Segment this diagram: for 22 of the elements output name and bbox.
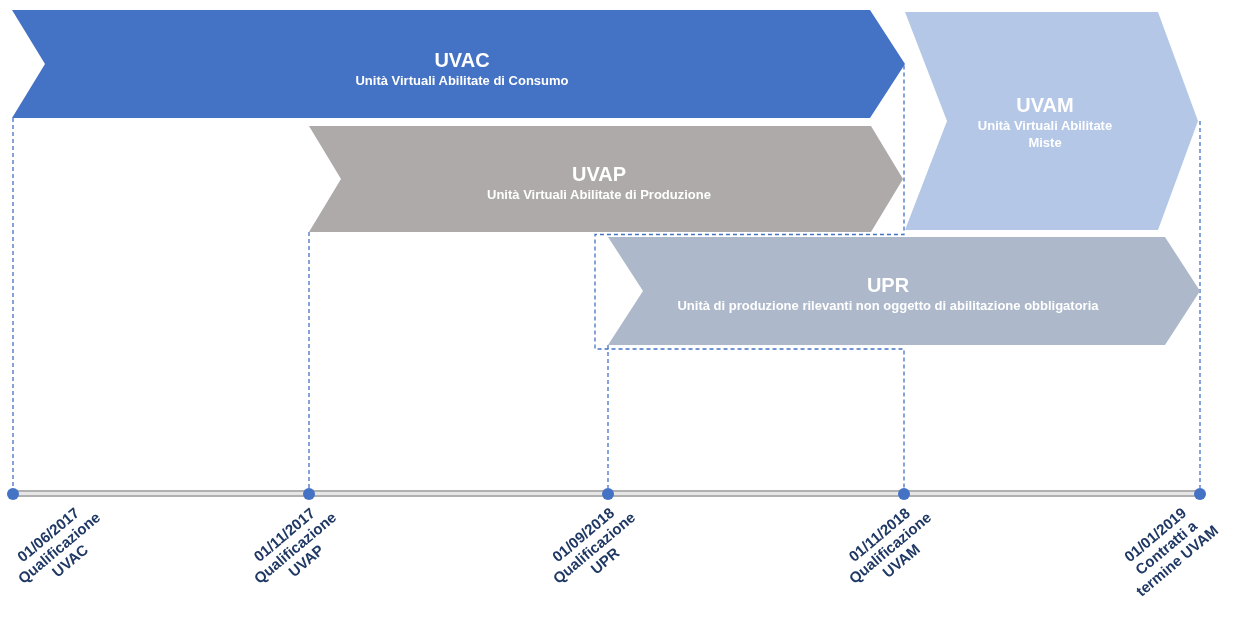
banner-title: UVAP [571, 161, 627, 186]
timeline-dot [1194, 488, 1206, 500]
dashed-connector [594, 64, 905, 489]
timeline-dot [303, 488, 315, 500]
banner-subtitle: Unità Virtuali Abilitate di Produzione [487, 185, 711, 203]
chevron-banner [12, 10, 905, 118]
timeline-dot [898, 488, 910, 500]
dashed-connector [12, 117, 14, 489]
banner-title: UVAM [1016, 93, 1074, 117]
banner-subtitle: Unità di produzione rilevanti non oggetto di abilitazione obbligatoria [677, 296, 1099, 314]
timeline-dot [7, 488, 19, 500]
chevron-banner [608, 237, 1200, 345]
chevron-banner [905, 12, 1198, 230]
banner-subtitle: Unità Virtuali Abilitate di Consumo [355, 71, 569, 89]
dashed-connector [308, 231, 310, 489]
dashed-connector [1199, 120, 1201, 489]
timeline-dot [602, 488, 614, 500]
chevron-banner [309, 126, 903, 232]
dashed-connector [607, 344, 609, 489]
banner-title: UVAC [434, 47, 490, 72]
banner-subtitle: Unità Virtuali Abilitate Miste [976, 117, 1114, 151]
banner-title: UPR [866, 272, 910, 297]
